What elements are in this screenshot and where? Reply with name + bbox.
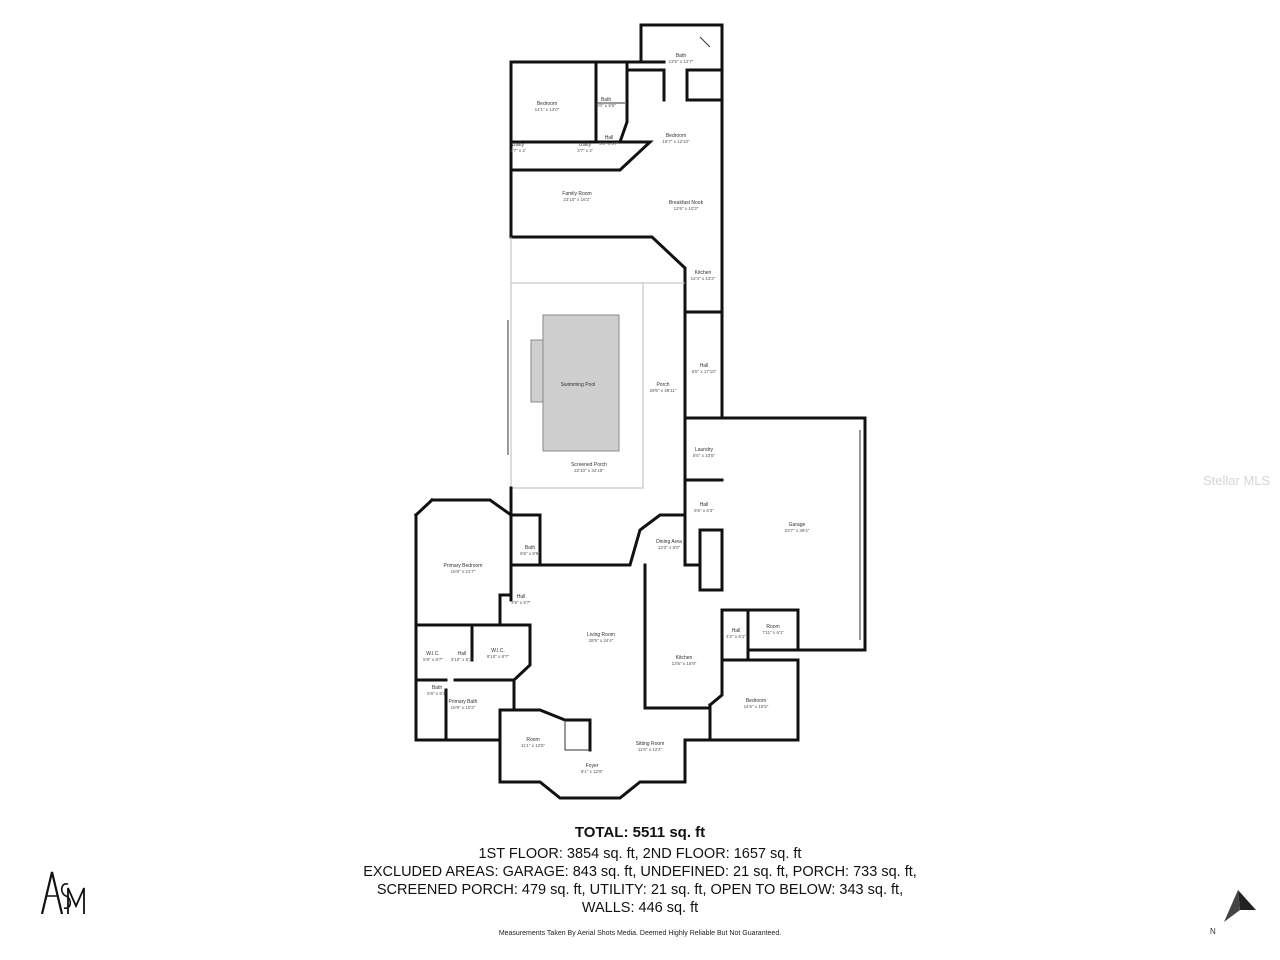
room-dim: 6'5" x 6'3"	[694, 508, 714, 513]
room-label: Hall	[700, 363, 709, 369]
compass-label: N	[1210, 927, 1216, 936]
room-dim: 3'9" x 9'7"	[511, 600, 531, 605]
room-dim: 11'6" x 12'2"	[638, 747, 663, 752]
watermark: Stellar MLS	[1203, 473, 1271, 488]
room-label: Utility	[512, 142, 525, 148]
room-dim: 23'7" x 39'4"	[785, 528, 810, 533]
room-dim: 22'10" x 34'10"	[574, 468, 604, 473]
room-dim: 6'5" x 10'5"	[693, 453, 716, 458]
room-dim: 5'0" x 9'6"	[596, 103, 616, 108]
room-label: Bath	[601, 97, 612, 103]
room-label: Kitchen	[695, 270, 712, 276]
room-label: Bedroom	[666, 133, 686, 139]
room-dim: 5'6" x 8'9"	[520, 551, 540, 556]
room-label: Kitchen	[676, 655, 693, 661]
room-label: Hall	[517, 594, 526, 600]
room-dim: 14'6" x 15'5"	[744, 704, 769, 709]
swimming-pool	[542, 314, 620, 452]
room-label: Primary Bedroom	[444, 563, 483, 569]
room-label: Family Room	[562, 191, 591, 197]
room-label: Hall	[700, 502, 709, 508]
room-dim: 14'1" x 13'0"	[535, 107, 560, 112]
room-dim: 5'9" x 5'1"	[427, 691, 447, 696]
room-dim: 13'5" x 12'7"	[669, 59, 694, 64]
room-dim: 9'10" x 8'7"	[487, 654, 510, 659]
room-dim: 11'1" x 12'5"	[521, 743, 546, 748]
room-dim: 13'2" x 9'0"	[658, 545, 681, 550]
walls-garage	[720, 416, 867, 652]
room-label: Utility	[579, 142, 592, 148]
room-dim: 9'1" x 12'9"	[581, 769, 604, 774]
excluded-areas-1: EXCLUDED AREAS: GARAGE: 843 sq. ft, UNDE…	[363, 864, 917, 880]
room-label: Bath	[676, 53, 687, 59]
room-label: Hall	[732, 628, 741, 634]
room-dim: 28'9" x 24'4"	[589, 638, 614, 643]
room-label: Dining Area	[656, 539, 682, 545]
floor-areas: 1ST FLOOR: 3854 sq. ft, 2ND FLOOR: 1657 …	[478, 846, 802, 862]
walls-upper-wing	[509, 23, 724, 420]
room-label: Bath	[432, 685, 443, 691]
room-dim: 5'0" x 5'7"	[599, 141, 619, 146]
room-label: Porch	[656, 382, 669, 388]
room-label: Laundry	[695, 447, 714, 453]
room-dim: 12'4" x 13'2"	[691, 276, 716, 281]
room-labels: Bath 13'5" x 12'7" Bedroom 14'1" x 13'0"…	[423, 53, 810, 774]
room-dim: 6'5" x 17'10"	[692, 369, 717, 374]
room-dim: 12'6" x 10'3"	[674, 206, 699, 211]
excluded-areas-3: WALLS: 446 sq. ft	[581, 900, 699, 916]
room-label: Primary Bath	[449, 699, 478, 705]
room-dim: 13'5" x 15'9"	[672, 661, 697, 666]
room-dim: 3'10" x 5'3"	[451, 657, 474, 662]
room-label: Bath	[525, 545, 536, 551]
room-dim: 4'2" x 6'1"	[726, 634, 746, 639]
room-label: Breakfast Nook	[669, 200, 704, 206]
room-dim: 15'8" x 21'7"	[451, 569, 476, 574]
room-dim: 15'9" x 10'2"	[451, 705, 476, 710]
room-dim: 3'7" x 2'	[510, 148, 526, 153]
room-label: Garage	[789, 522, 806, 528]
asm-logo	[40, 871, 85, 915]
room-label: Bedroom	[746, 698, 766, 704]
room-label: Hall	[458, 651, 467, 657]
room-label: Bedroom	[537, 101, 557, 107]
room-label: W.I.C.	[426, 651, 440, 657]
compass-north-icon: N	[1210, 890, 1256, 936]
room-label: Room	[526, 737, 539, 743]
total-area: TOTAL: 5511 sq. ft	[574, 824, 706, 841]
room-label: Room	[766, 624, 779, 630]
excluded-areas-2: SCREENED PORCH: 479 sq. ft, UTILITY: 21 …	[376, 882, 904, 898]
porch-area	[507, 237, 685, 489]
room-dim: 3'7" x 2'	[577, 148, 593, 153]
room-dim: 7'11" x 6'1"	[762, 630, 784, 635]
room-label: Sitting Room	[636, 741, 665, 747]
room-dim: 29'5" x 48'11"	[650, 388, 677, 393]
disclaimer: Measurements Taken By Aerial Shots Media…	[498, 930, 782, 937]
room-dim: 5'8" x 8'7"	[423, 657, 443, 662]
room-label: Swimming Pool	[561, 382, 595, 388]
room-label: Living Room	[587, 632, 615, 638]
room-dim: 16'7" x 12'10"	[662, 139, 690, 144]
room-label: Screened Porch	[571, 462, 607, 468]
walls-lower-block	[413, 486, 800, 800]
room-dim: 23'10" x 16'2"	[563, 197, 591, 202]
room-label: W.I.C.	[491, 648, 505, 654]
room-label: Foyer	[586, 763, 599, 769]
room-label: Hall	[605, 135, 614, 141]
